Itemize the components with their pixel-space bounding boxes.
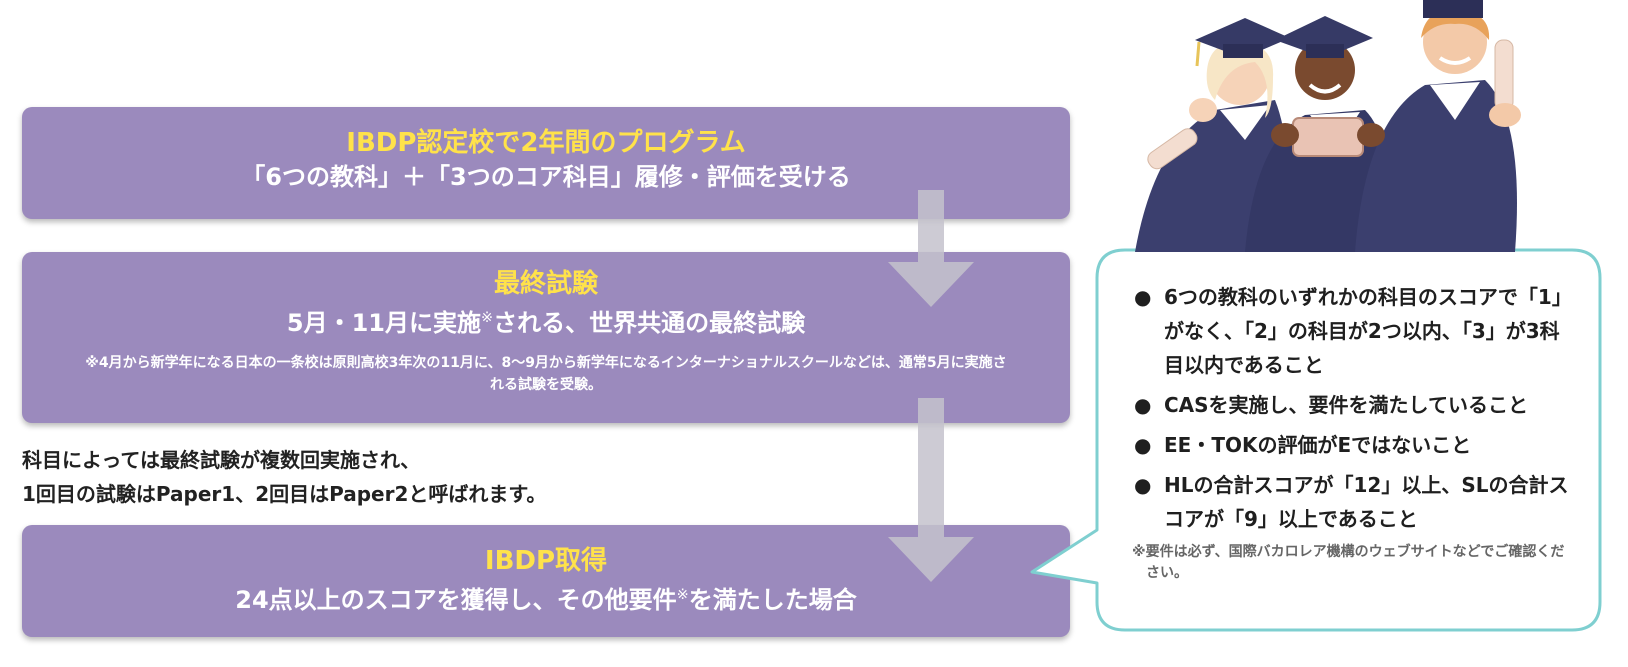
requirements-panel: ● 6つの教科のいずれかの科目のスコアで「1」がなく、「2」の科目が2つ以内、「… [1132,280,1577,584]
requirements-footnote: ※要件は必ず、国際バカロレア機構のウェブサイトなどでご確認ください。 [1132,544,1565,581]
exam-title: 最終試験 [493,269,598,299]
exam-subtitle: 5月・11月に実施※される、世界共通の最終試験 [22,301,1070,340]
requirement-item: ● EE・TOKの評価がEではないこと [1132,428,1577,462]
bullet-icon: ● [1134,285,1152,309]
requirements-list: ● 6つの教科のいずれかの科目のスコアで「1」がなく、「2」の科目が2つ以内、「… [1132,280,1577,536]
acquire-note-mark: ※ [676,587,689,603]
requirements-callout [1030,248,1602,632]
bullet-icon: ● [1134,433,1152,457]
exam-subtitle-after: される、世界共通の最終試験 [493,309,806,337]
bullet-icon: ● [1134,473,1152,497]
flow-box-program: IBDP認定校で2年間のプログラム 「6つの教科」＋「3つのコア科目」履修・評価… [22,107,1070,219]
acquire-subtitle-after: を満たした場合 [688,586,857,614]
requirement-item: ● CASを実施し、要件を満たしていること [1132,388,1577,422]
down-arrow-icon [888,398,974,582]
flow-box-ibdp-acquire: IBDP取得 24点以上のスコアを獲得し、その他要件※を満たした場合 [22,525,1070,637]
graduates-illustration [1135,0,1521,252]
exam-sessions-note: 科目によっては最終試験が複数回実施され、 1回目の試験はPaper1、2回目はP… [22,443,546,511]
exam-footnote: ※4月から新学年になる日本の一条校は原則高校3年次の11月に、8〜9月から新学年… [85,355,1007,393]
program-subtitle: 「6つの教科」＋「3つのコア科目」履修・評価を受ける [241,163,851,191]
acquire-subtitle: 24点以上のスコアを獲得し、その他要件※を満たした場合 [22,578,1070,617]
exam-subtitle-before: 5月・11月に実施 [286,309,482,337]
requirement-text: 6つの教科のいずれかの科目のスコアで「1」がなく、「2」の科目が2つ以内、「3」… [1164,285,1572,377]
requirement-text: EE・TOKの評価がEではないこと [1164,433,1472,457]
exam-sessions-line1: 科目によっては最終試験が複数回実施され、 [22,448,421,472]
exam-sessions-line2: 1回目の試験はPaper1、2回目はPaper2と呼ばれます。 [22,482,547,506]
flow-box-final-exam: 最終試験 5月・11月に実施※される、世界共通の最終試験 ※4月から新学年になる… [22,252,1070,423]
program-title: IBDP認定校で2年間のプログラム [346,128,746,158]
requirement-text: CASを実施し、要件を満たしていること [1164,393,1528,417]
requirement-item: ● HLの合計スコアが「12」以上、SLの合計スコアが「9」以上であること [1132,468,1577,536]
bullet-icon: ● [1134,393,1152,417]
requirement-item: ● 6つの教科のいずれかの科目のスコアで「1」がなく、「2」の科目が2つ以内、「… [1132,280,1577,382]
exam-note-mark: ※ [481,310,494,326]
acquire-subtitle-before: 24点以上のスコアを獲得し、その他要件 [235,586,677,614]
acquire-title: IBDP取得 [484,546,608,576]
requirement-text: HLの合計スコアが「12」以上、SLの合計スコアが「9」以上であること [1164,473,1569,531]
down-arrow-icon [888,190,974,307]
